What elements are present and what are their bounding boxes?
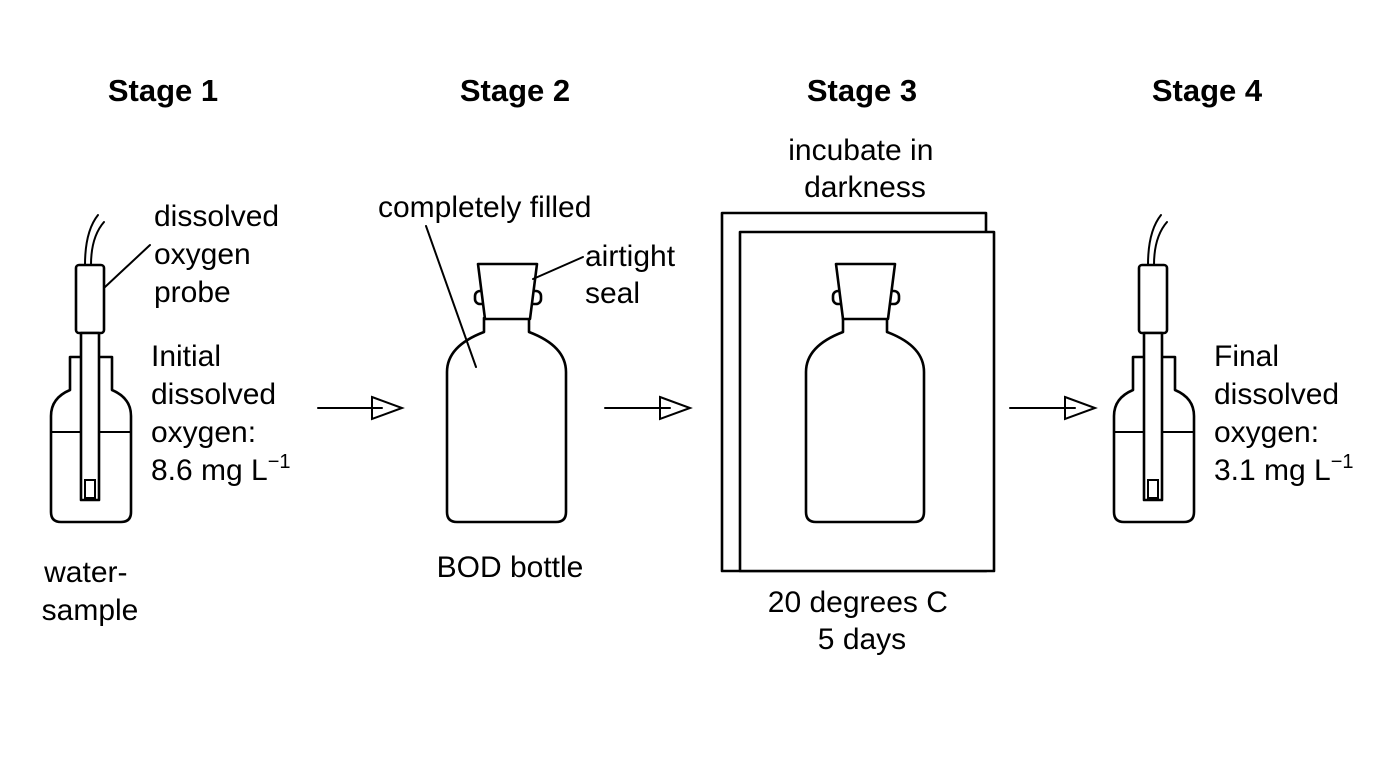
arrow-stage-2-to-3 (604, 395, 693, 421)
initial-oxygen-value: 8.6 mg L−1 (151, 451, 291, 487)
stage-3-title: Stage 3 (807, 73, 917, 108)
incubated-bod-bottle (804, 262, 926, 524)
airtight-seal-label: airtight seal (585, 240, 683, 310)
seal-leader-line (532, 256, 584, 280)
stage-4-title: Stage 4 (1152, 73, 1263, 108)
bod-bottle-label: BOD bottle (437, 551, 584, 584)
arrow-stage-1-to-2 (317, 395, 405, 421)
probe-leader-line (104, 244, 151, 288)
filled-leader-line (425, 225, 477, 368)
bod-bottle-stopper (476, 262, 539, 321)
water-sample-label: water- sample (42, 556, 139, 627)
bod-bottle (445, 262, 568, 524)
completely-filled-label: completely filled (378, 191, 591, 224)
incubation-conditions-label: 20 degrees C 5 days (768, 586, 956, 656)
incubated-bottle-stopper (834, 262, 897, 321)
incubator-box (720, 211, 996, 573)
stage-4-probe (1137, 214, 1169, 502)
final-oxygen-label: Final dissolved oxygen: (1214, 340, 1347, 449)
stage-1-probe (74, 214, 151, 502)
incubate-label: incubate in darkness (788, 134, 941, 204)
final-oxygen-value: 3.1 mg L−1 (1214, 451, 1354, 487)
stage-1-title: Stage 1 (108, 73, 218, 108)
probe-label: dissolved oxygen probe (154, 200, 287, 309)
initial-oxygen-label: Initial dissolved oxygen: (151, 340, 284, 449)
stage-2-title: Stage 2 (460, 73, 570, 108)
arrow-stage-3-to-4 (1009, 395, 1098, 421)
